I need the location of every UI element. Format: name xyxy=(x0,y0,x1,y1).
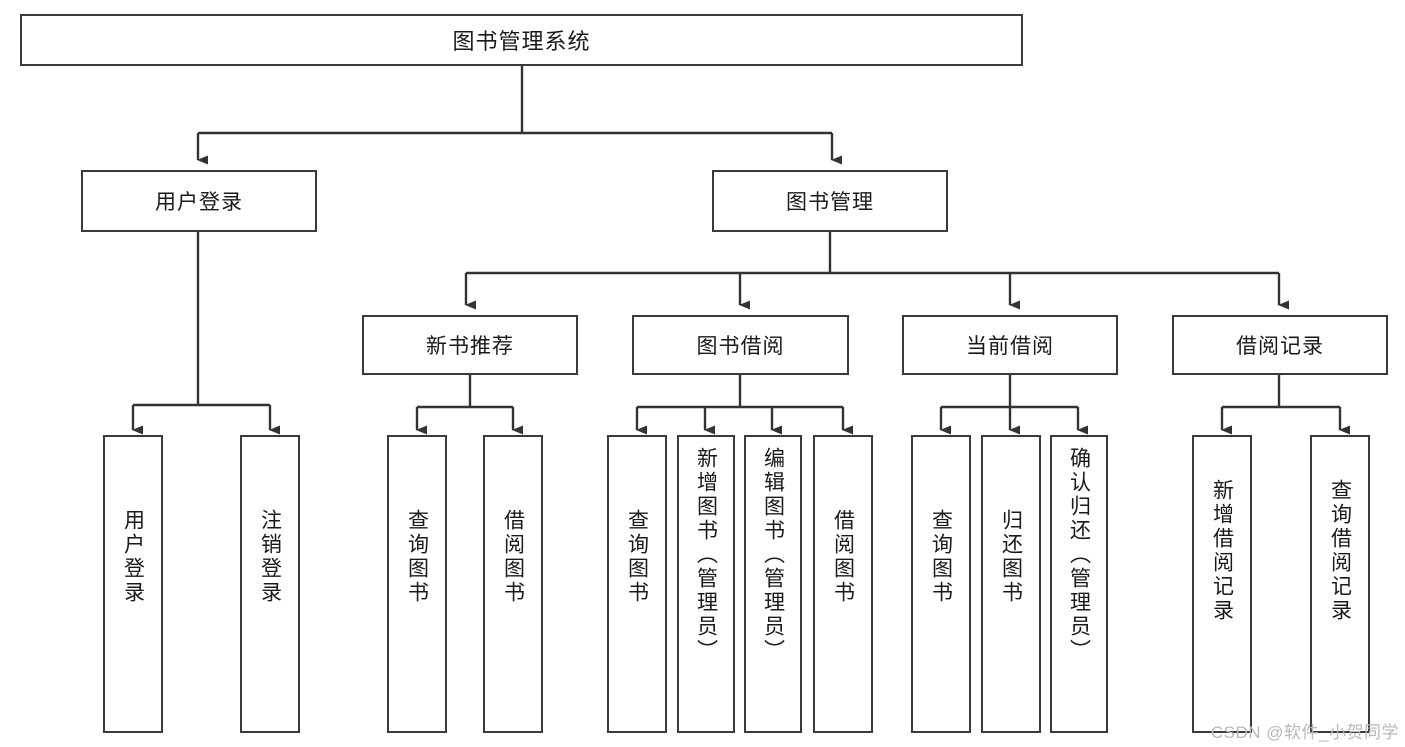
node-label: 新增图书（管理员） xyxy=(694,447,718,663)
leaf-user-login[interactable]: 用户登录 xyxy=(103,435,163,733)
node-user-login[interactable]: 用户登录 xyxy=(81,170,317,232)
leaf-user-logout[interactable]: 注销登录 xyxy=(240,435,300,733)
leaf-record-query-record[interactable]: 查询借阅记录 xyxy=(1310,435,1370,733)
leaf-borrow-add-book-admin[interactable]: 新增图书（管理员） xyxy=(677,435,735,733)
node-label: 确认归还（管理员） xyxy=(1067,447,1091,663)
node-label: 借阅图书 xyxy=(831,509,855,605)
node-label: 用户登录 xyxy=(121,509,145,605)
node-new-book-recommend[interactable]: 新书推荐 xyxy=(362,315,578,375)
leaf-current-confirm-return-admin[interactable]: 确认归还（管理员） xyxy=(1050,435,1108,733)
leaf-record-add-record[interactable]: 新增借阅记录 xyxy=(1192,435,1252,733)
leaf-current-query-book[interactable]: 查询图书 xyxy=(911,435,971,733)
leaf-borrow-borrow-book[interactable]: 借阅图书 xyxy=(813,435,873,733)
node-label: 图书管理 xyxy=(786,191,874,214)
node-label: 借阅记录 xyxy=(1236,335,1324,358)
node-borrow-record[interactable]: 借阅记录 xyxy=(1172,315,1388,375)
node-label: 归还图书 xyxy=(999,509,1023,605)
leaf-borrow-query-book[interactable]: 查询图书 xyxy=(607,435,667,733)
leaf-current-return-book[interactable]: 归还图书 xyxy=(981,435,1041,733)
leaf-newbook-borrow-book[interactable]: 借阅图书 xyxy=(483,435,543,733)
node-label: 图书管理系统 xyxy=(452,29,591,54)
node-label: 图书借阅 xyxy=(696,335,785,358)
node-label: 借阅图书 xyxy=(501,509,525,605)
leaf-borrow-edit-book-admin[interactable]: 编辑图书（管理员） xyxy=(744,435,802,733)
node-label: 注销登录 xyxy=(258,509,282,605)
watermark-text: CSDN @软件_小贺同学 xyxy=(1210,723,1399,742)
node-root-system[interactable]: 图书管理系统 xyxy=(20,14,1023,66)
leaf-newbook-query-book[interactable]: 查询图书 xyxy=(387,435,447,733)
node-label: 新增借阅记录 xyxy=(1210,479,1234,623)
node-label: 查询图书 xyxy=(405,509,429,605)
node-book-management[interactable]: 图书管理 xyxy=(712,170,948,232)
node-current-borrow[interactable]: 当前借阅 xyxy=(902,315,1118,375)
node-label: 编辑图书（管理员） xyxy=(761,447,785,663)
node-book-borrow[interactable]: 图书借阅 xyxy=(632,315,849,375)
node-label: 查询图书 xyxy=(929,509,953,605)
node-label: 查询借阅记录 xyxy=(1328,479,1352,623)
node-label: 用户登录 xyxy=(155,191,243,214)
node-label: 新书推荐 xyxy=(426,335,514,358)
node-label: 当前借阅 xyxy=(966,335,1054,358)
node-label: 查询图书 xyxy=(625,509,649,605)
